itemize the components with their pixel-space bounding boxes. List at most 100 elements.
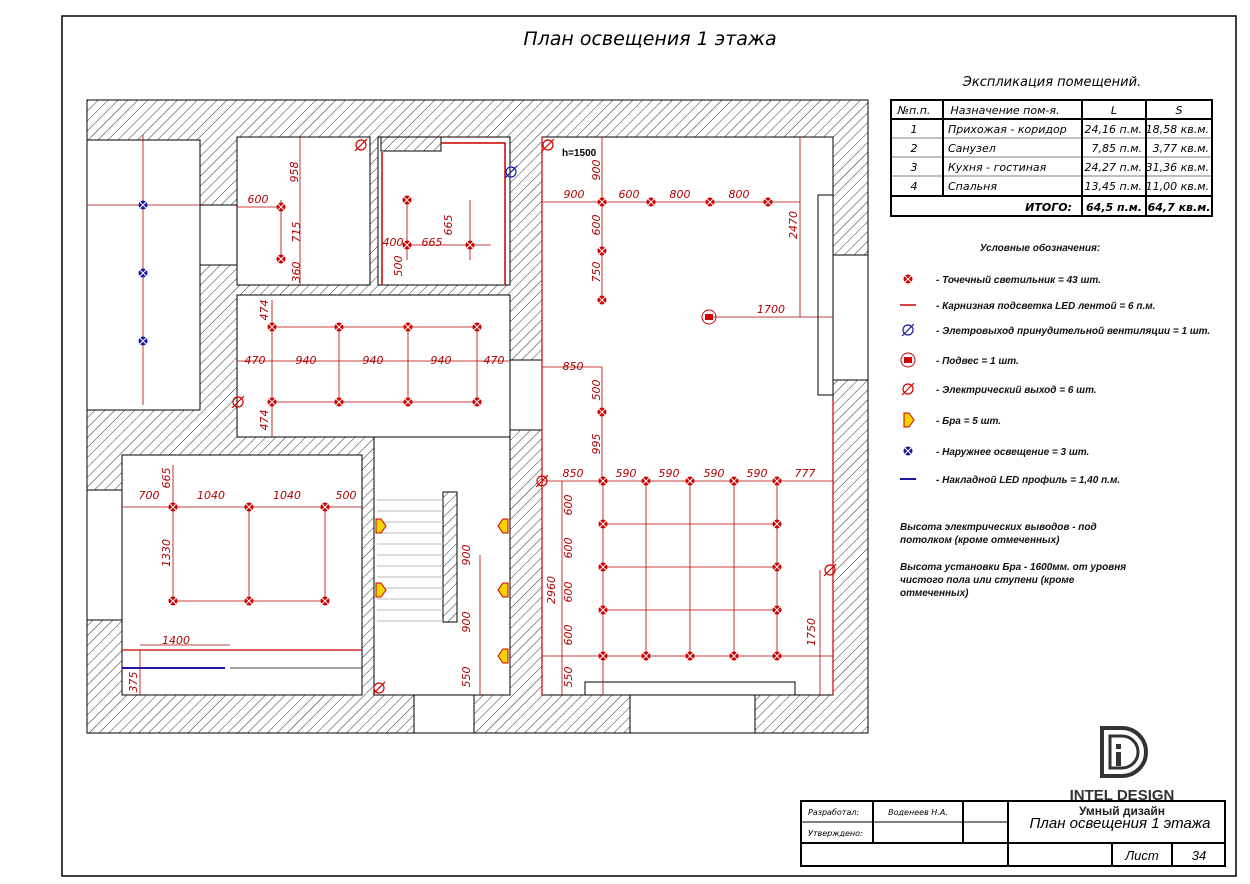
legend-item-label: - Карнизная подсветка LED лентой = 6 п.м… — [936, 301, 1155, 312]
spot-light-icon — [465, 240, 475, 250]
developed-label: Разработал: — [808, 808, 859, 817]
dimension-label: 850 — [563, 360, 584, 373]
dimension-label: 600 — [562, 495, 575, 516]
dimension-label: 550 — [562, 667, 575, 688]
pendant-icon — [701, 309, 717, 325]
dimension-label: 665 — [160, 468, 173, 489]
dimension-label: 940 — [296, 354, 317, 367]
spot-light-icon — [598, 651, 608, 661]
electric-outlet-icon — [541, 138, 555, 152]
electric-outlet-icon — [231, 395, 245, 409]
col-header: L — [1111, 104, 1117, 117]
stair-wall — [442, 491, 458, 623]
spot-light-icon — [267, 397, 277, 407]
spot-light-icon — [705, 197, 715, 207]
dimension-label: 600 — [248, 193, 269, 206]
dimension-label: 1040 — [273, 489, 301, 502]
spot-light-icon — [320, 502, 330, 512]
dimension-label: 1750 — [805, 618, 818, 646]
spot-light-icon — [772, 605, 782, 615]
legend-item-label: - Электрический выход = 6 шт. — [936, 385, 1097, 396]
outdoor-light-icon — [138, 268, 148, 278]
spot-light-icon — [403, 322, 413, 332]
sconce-icon — [903, 412, 915, 428]
spot-light-icon — [598, 519, 608, 529]
window — [199, 204, 238, 266]
note: Высота электрических выводов - под — [900, 522, 1097, 533]
table-cell: 2 — [911, 142, 918, 155]
spot-light-icon — [168, 502, 178, 512]
dimension-label: 665 — [422, 236, 443, 249]
spot-light-icon — [685, 651, 695, 661]
dimension-label: 550 — [460, 667, 473, 688]
spot-light-icon — [244, 502, 254, 512]
spot-light-icon — [903, 274, 913, 284]
sheet-frame — [61, 15, 1237, 877]
electric-outlet-icon — [901, 382, 915, 396]
spot-light-icon — [772, 519, 782, 529]
electric-outlet-icon — [823, 563, 837, 577]
table-cell: Прихожая - коридор — [948, 123, 1067, 136]
spot-light-icon — [597, 246, 607, 256]
led-strip — [441, 142, 506, 285]
table-cell: 11,00 кв.м. — [1146, 180, 1209, 193]
dimension-label: 590 — [704, 467, 725, 480]
dimension-label: 800 — [670, 188, 691, 201]
spot-light-icon — [598, 605, 608, 615]
legend: Условные обозначения: - Точечный светиль… — [900, 242, 1210, 599]
spot-light-icon — [244, 596, 254, 606]
brand-name: INTEL DESIGN — [1070, 787, 1175, 804]
dimension-label: 900 — [460, 545, 473, 566]
spot-light-icon — [334, 322, 344, 332]
dimension-label: 958 — [288, 162, 301, 183]
spot-light-icon — [685, 476, 695, 486]
sconce-icon — [375, 582, 387, 598]
dimension-label: 665 — [442, 215, 455, 236]
table-cell: 4 — [911, 180, 918, 193]
spot-light-icon — [276, 254, 286, 264]
spot-light-icon — [641, 476, 651, 486]
outdoor-light-icon — [138, 200, 148, 210]
sheet-title: План освещения 1 этажа — [1030, 815, 1211, 832]
spot-light-icon — [597, 197, 607, 207]
dimension-label: 1330 — [160, 539, 173, 567]
spot-light-icon — [276, 202, 286, 212]
spot-light-icon — [597, 295, 607, 305]
page-title: План освещения 1 этажа — [523, 28, 776, 50]
table-cell: Санузел — [948, 142, 996, 155]
dimension-label: 777 — [795, 467, 816, 480]
dimension-label: 474 — [258, 410, 271, 431]
dimension-label: 1040 — [197, 489, 225, 502]
dimension-label: 900 — [564, 188, 585, 201]
sconce-icon — [497, 648, 509, 664]
intel-design-logo: INTEL DESIGN — [1070, 726, 1175, 804]
dimension-label: 500 — [336, 489, 357, 502]
electric-outlet-icon — [372, 681, 386, 695]
legend-item-label: - Элетровыход принудительной вентиляции … — [936, 326, 1210, 337]
ventilation-outlet-icon — [504, 165, 518, 179]
total-label: ИТОГО: — [1025, 201, 1072, 214]
dimension-label: 360 — [290, 262, 303, 283]
explication-table: Экспликация помещений. №п.п. Назначение … — [890, 75, 1213, 217]
electric-outlet-icon — [535, 474, 549, 488]
dimension-label: 590 — [616, 467, 637, 480]
table-cell: 3,77 кв.м. — [1153, 142, 1209, 155]
spot-light-icon — [472, 397, 482, 407]
table-cell: Спальня — [948, 180, 997, 193]
spot-light-icon — [763, 197, 773, 207]
spot-light-icon — [402, 195, 412, 205]
table-cell: 7,85 п.м. — [1092, 142, 1142, 155]
dimension-label: 600 — [562, 582, 575, 603]
dimension-label: 2470 — [787, 211, 800, 239]
room-bathroom — [377, 136, 511, 286]
table-cell: 1 — [911, 123, 918, 136]
spot-light-icon — [598, 476, 608, 486]
dimension-label: 375 — [127, 672, 140, 693]
window — [413, 694, 475, 734]
table-cell: Кухня - гостиная — [948, 161, 1047, 174]
dimension-label: 995 — [590, 434, 603, 455]
dimension-label: 590 — [659, 467, 680, 480]
spot-light-icon — [597, 407, 607, 417]
title-block: Разработал: Воденеев Н.А. Утверждено: Ум… — [800, 800, 1226, 867]
